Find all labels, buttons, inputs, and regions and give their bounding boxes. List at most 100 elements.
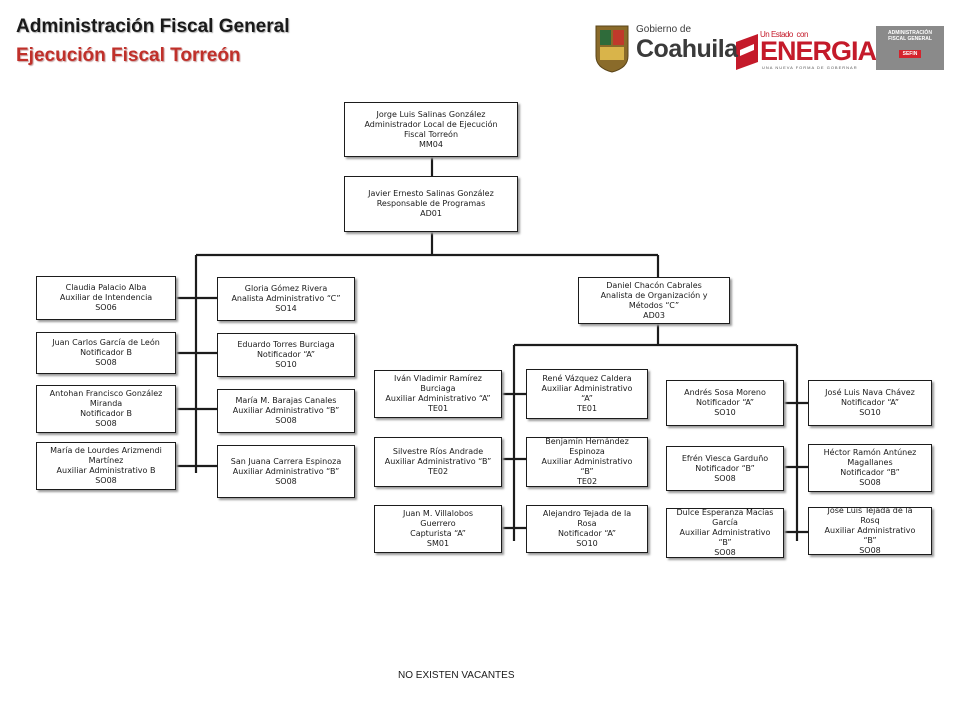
- org-box-line: Auxiliar Administrativo: [679, 528, 771, 537]
- org-box-line: Javier Ernesto Salinas González: [368, 189, 494, 198]
- org-box-line: Dulce Esperanza Macías: [676, 508, 774, 517]
- org-box-line: Auxiliar Administrativo B: [56, 466, 156, 475]
- org-box-line: Andrés Sosa Moreno: [684, 388, 766, 397]
- org-box-line: SO08: [859, 546, 881, 555]
- org-box-line: Auxiliar Administrativo “B”: [384, 457, 492, 466]
- org-box-line: SO08: [275, 476, 297, 486]
- org-box-line: García: [712, 518, 738, 527]
- org-box-line: Silvestre Ríos Andrade: [392, 447, 484, 456]
- org-box-line: Rosa: [577, 519, 597, 528]
- org-box-line: TE02: [576, 477, 598, 486]
- org-box-line: SO08: [95, 358, 117, 367]
- org-box-line: Auxiliar Administrativo “A”: [385, 394, 491, 403]
- org-box-line: “B”: [863, 536, 877, 545]
- org-box-line: Notificador “A”: [557, 529, 617, 538]
- page-subtitle: Ejecución Fiscal Torreón: [16, 45, 241, 66]
- org-box-line: Daniel Chacón Cabrales: [606, 280, 702, 290]
- org-box-line: SO14: [275, 304, 297, 313]
- org-box-line: Espinoza: [569, 447, 605, 456]
- org-box-line: Rosq: [860, 516, 880, 525]
- afg-logo-line2: FISCAL GENERAL: [888, 36, 932, 42]
- org-box-line: María M. Barajas Canales: [235, 396, 337, 405]
- org-box-line: Juan M. Villalobos: [402, 509, 474, 518]
- org-box-line: “B”: [580, 467, 594, 476]
- org-box-line: Benjamín Hernández: [545, 437, 629, 446]
- coahuila-logo: Gobierno de Coahuila: [636, 24, 738, 63]
- org-box-line: SO08: [95, 476, 117, 485]
- org-box-line: Auxiliar Administrativo “B”: [232, 466, 340, 476]
- org-box-line: SO08: [95, 419, 117, 428]
- org-box-line: SO10: [714, 408, 736, 417]
- org-box-line: Analista de Organización y: [600, 290, 708, 300]
- org-box-line: Auxiliar Administrativo: [824, 526, 916, 535]
- org-box-line: Auxiliar Administrativo: [541, 457, 633, 466]
- org-box-line: Magallanes: [847, 458, 893, 467]
- org-box-line: Notificador B: [80, 348, 132, 357]
- org-box-line: SO08: [275, 416, 297, 425]
- org-box-line: Burciaga: [420, 384, 456, 393]
- org-box-line: Iván Vladimir Ramírez: [394, 374, 482, 383]
- afg-logo-sefin: SEFIN: [898, 50, 922, 58]
- afg-logo-line1: ADMINISTRACIÓN: [888, 30, 932, 36]
- org-box-line: AD01: [420, 209, 442, 218]
- org-box-line: José Luis Tejada de la: [827, 507, 913, 515]
- afg-logo: ADMINISTRACIÓN FISCAL GENERAL SEFIN: [876, 26, 944, 70]
- org-box-line: Notificador “B”: [695, 463, 755, 473]
- org-box-line: Notificador “A”: [695, 398, 755, 407]
- org-box-line: Martínez: [88, 456, 124, 465]
- energia-flag-icon: [736, 34, 758, 70]
- org-box-line: Capturista “A”: [410, 529, 466, 538]
- org-box-line: Antohan Francisco González: [49, 389, 163, 398]
- org-box-line: SO08: [714, 548, 736, 557]
- org-box-line: Auxiliar Administrativo: [541, 384, 633, 393]
- org-box-line: SO08: [859, 478, 881, 487]
- org-box-line: Fiscal Torreón: [403, 129, 459, 139]
- energia-logo-con: con: [796, 30, 809, 39]
- org-box-line: TE02: [427, 467, 449, 476]
- org-box-line: Responsable de Programas: [376, 199, 486, 208]
- org-box-line: Notificador “B”: [840, 468, 900, 477]
- org-box-line: SO06: [95, 303, 117, 312]
- org-box-line: SO10: [859, 408, 881, 417]
- org-box-line: Notificador “A”: [256, 350, 316, 359]
- org-box-line: Jorge Luis Salinas González: [376, 109, 486, 119]
- coahuila-logo-small: Gobierno de: [636, 24, 692, 35]
- org-box-line: Claudia Palacio Alba: [65, 283, 147, 292]
- org-box-line: San Juana Carrera Espinoza: [230, 456, 342, 466]
- org-box-line: SO08: [714, 473, 736, 483]
- org-box-line: Notificador B: [80, 409, 132, 418]
- org-box-line: Gloria Gómez Rivera: [244, 284, 328, 293]
- org-box-line: TE01: [427, 404, 449, 413]
- org-box-line: Alejandro Tejada de la: [542, 509, 632, 518]
- energia-logo-tag: UNA NUEVA FORMA DE GOBERNAR: [762, 65, 858, 70]
- org-box-line: José Luis Nava Chávez: [825, 388, 915, 397]
- org-box-line: René Vázquez Caldera: [542, 374, 632, 383]
- org-box-line: AD03: [643, 310, 665, 320]
- org-box-line: Notificador “A”: [840, 398, 900, 407]
- page-title: Administración Fiscal General: [16, 16, 290, 37]
- org-box-line: Auxiliar de Intendencia: [59, 293, 153, 302]
- org-box-line: Miranda: [89, 399, 123, 408]
- coahuila-shield-icon: [595, 25, 629, 73]
- org-box-line: SO10: [275, 360, 297, 369]
- org-box-line: TE01: [576, 404, 598, 413]
